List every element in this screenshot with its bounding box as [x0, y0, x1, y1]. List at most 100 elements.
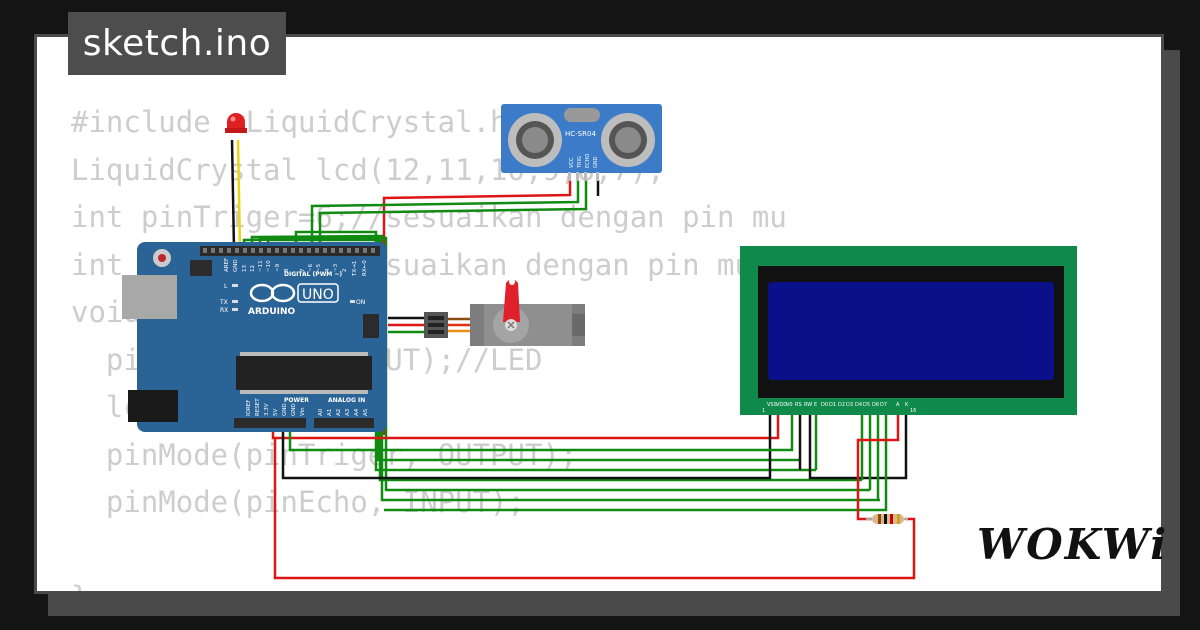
pin-label: 13 [242, 265, 248, 272]
wire-lcd-green-1[interactable] [288, 410, 794, 452]
wire-lcd-red-a[interactable] [856, 410, 900, 521]
pin-label: ~10 [266, 260, 272, 272]
ultrasonic-sensor[interactable]: HC-SR04 VCC TRIG ECHO GND [501, 104, 662, 181]
lcd-pin-label: VSS [767, 402, 777, 408]
pin-label: IOREF [246, 400, 252, 416]
lcd-pin-label: K [905, 402, 909, 408]
sensor-pin-label: ECHO [585, 154, 591, 168]
code-line: pinMode(pinTriger, OUTPUT); [71, 437, 578, 472]
sensor-pin-label: VCC [569, 157, 575, 168]
pin-label: 5V [273, 409, 279, 416]
lcd-pin-label: D3 [846, 402, 853, 408]
servo-horn[interactable] [503, 279, 520, 322]
pin-label: ~3 [333, 263, 339, 272]
arduino-l-label: L [224, 283, 228, 290]
arduino-power-label: POWER [284, 397, 309, 404]
pin-label: TX→1 [352, 261, 358, 277]
pin-label: RX←0 [362, 260, 368, 276]
icsp-header [363, 314, 379, 338]
arduino-uno[interactable]: ARDUINO UNO DIGITAL (PWM ~) ON L TX RX P… [122, 242, 387, 432]
pin-label: A0 [318, 408, 324, 416]
pin-label: 12 [250, 265, 256, 272]
pin-label: AREF [224, 258, 230, 272]
wire-led-black[interactable] [230, 139, 236, 251]
digital-header [200, 246, 380, 256]
pin-label: A1 [327, 409, 333, 416]
pin-label: A3 [345, 408, 351, 416]
lcd-pin-label: D0 [821, 402, 828, 408]
wire-top-2[interactable] [250, 234, 880, 502]
code-line: int pinTriger=6;//sesuaikan dengan pin m… [71, 200, 787, 234]
pin-label: GND [233, 259, 239, 272]
lcd-pin-label: D5 [863, 402, 870, 408]
analog-header [314, 418, 374, 428]
resistor[interactable] [866, 514, 908, 524]
servo-motor[interactable] [424, 279, 585, 346]
lcd-pin-label: VDD [776, 402, 787, 408]
lcd-pin-label: D4 [855, 402, 862, 408]
analog-pin-labels: A0 A1 A2 A3 A4 A5 [318, 408, 369, 416]
crystal [564, 108, 600, 122]
lcd-pin-label: D6 [872, 402, 879, 408]
pin-label: Vin [300, 407, 306, 416]
code-line: } [71, 580, 88, 591]
wire-gnd-black[interactable] [281, 410, 772, 480]
sensor-label: HC-SR04 [565, 130, 596, 138]
arduino-rx-label: RX [220, 307, 228, 314]
lcd-pin-label: E [814, 402, 817, 408]
power-jack [128, 390, 178, 422]
arduino-on-label: ON [356, 299, 365, 306]
wokwi-logo: WOKWi [977, 520, 1169, 569]
sketch-title: sketch.ino [68, 12, 286, 75]
power-pin-labels: IOREF RESET 3.3V 5V GND GND Vin [246, 398, 306, 416]
power-header [234, 418, 306, 428]
pin-label: 3.3V [264, 403, 270, 416]
wire-led-yellow[interactable] [236, 139, 242, 251]
sensor-pin-label: GND [593, 156, 599, 168]
digital-pin-labels: AREF GND 13 12 ~11 ~10 ~9 8 7 ~6 ~5 4 ~3… [224, 258, 368, 277]
sensor-pin-label: TRIG [577, 156, 583, 169]
lcd-pin-label: V0 [786, 402, 793, 408]
wire-sensor-green-1[interactable] [310, 180, 580, 250]
lcd-pin-label: D2 [838, 402, 845, 408]
wire-top-5[interactable] [294, 230, 816, 472]
pin-label: ~11 [258, 260, 264, 272]
lcd-display[interactable]: 1 16 VSS VDD V0 RS RW E D0 D1 D2 D3 D4 D… [740, 246, 1077, 415]
lcd-pin-label: D1 [829, 402, 836, 408]
pin-label: 2 [342, 269, 348, 273]
lcd-pin-labels: VSS VDD V0 RS RW E D0 D1 D2 D3 D4 D5 D6 … [767, 402, 909, 408]
code-line: #include <LiquidCrystal.h> [71, 105, 525, 139]
pin-label: ~9 [275, 263, 281, 272]
wire-red-loop[interactable] [273, 438, 916, 580]
pin-label: 7 [300, 268, 306, 272]
arduino-analog-label: ANALOG IN [328, 397, 365, 404]
pin-label: GND [282, 403, 288, 416]
pin-label: A2 [336, 409, 342, 416]
pin-label: ~6 [308, 263, 314, 272]
lcd-pin-label: D7 [880, 402, 887, 408]
lcd-pin-last: 16 [910, 408, 916, 414]
lcd-screen [768, 282, 1054, 380]
red-led[interactable] [225, 113, 247, 133]
arduino-brand-text: ARDUINO [248, 307, 296, 317]
pin-label: RESET [255, 398, 261, 416]
lcd-pin-label: A [896, 402, 900, 408]
arduino-logo [249, 283, 296, 303]
pin-label: ~5 [316, 263, 322, 272]
arduino-tx-label: TX [219, 299, 228, 306]
atmega-chip [236, 356, 372, 390]
pin-label: A4 [354, 408, 360, 416]
pin-label: GND [291, 403, 297, 416]
wires [230, 139, 916, 580]
usb-port [122, 275, 177, 319]
arduino-model-text: UNO [302, 287, 334, 303]
lcd-pin-first: 1 [762, 408, 765, 414]
arduino-digital-label: DIGITAL (PWM ~) [284, 271, 342, 278]
lcd-pin-label: RS [795, 402, 802, 408]
pin-label: 8 [284, 268, 290, 272]
pin-label: 4 [325, 268, 331, 272]
wire-lcd-green-d7[interactable] [384, 410, 888, 512]
pin-label: A5 [363, 408, 369, 416]
lcd-pin-label: RW [804, 402, 812, 408]
